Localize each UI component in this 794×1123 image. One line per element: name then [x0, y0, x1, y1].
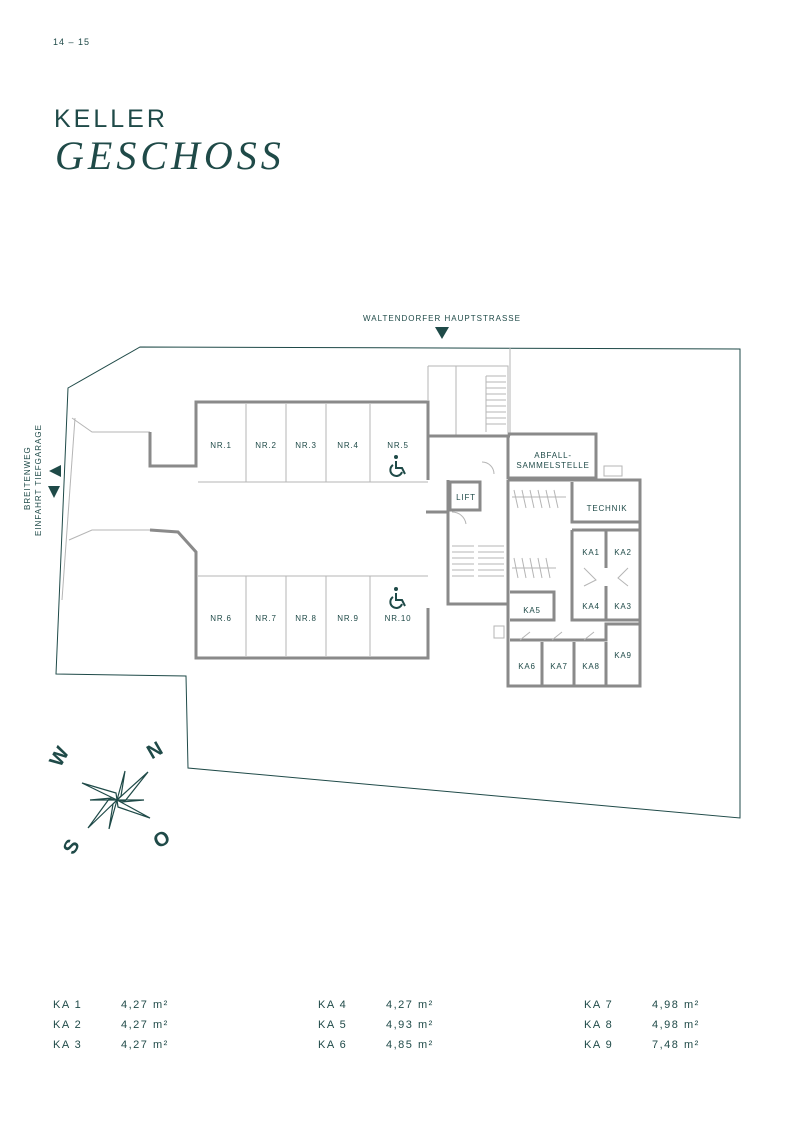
parking-nr6: NR.6 — [210, 614, 231, 623]
room-abfall-2: SAMMELSTELLE — [516, 461, 589, 470]
room-ka3: KA3 — [614, 602, 632, 611]
garage-ramp — [61, 417, 150, 601]
room-technik: TECHNIK — [587, 504, 628, 513]
parking-nr10: NR.10 — [385, 614, 412, 623]
compass-n: N — [143, 738, 167, 764]
parking-nr5: NR.5 — [387, 441, 408, 450]
parking-nr4: NR.4 — [337, 441, 358, 450]
core-walls — [426, 402, 642, 688]
parking-nr3: NR.3 — [295, 441, 316, 450]
wheelchair-icon — [389, 455, 406, 477]
room-ka7: KA7 — [550, 662, 568, 671]
room-lift: LIFT — [456, 493, 476, 502]
parking-nr1: NR.1 — [210, 441, 231, 450]
floor-plan: WALTENDORFER HAUPTSTRASSE BREITENWEG EIN… — [23, 314, 741, 859]
arrow-down-icon — [48, 486, 60, 498]
parking-nr9: NR.9 — [337, 614, 358, 623]
compass-rose-icon — [81, 770, 151, 830]
plot-outline — [55, 346, 741, 819]
room-ka6: KA6 — [518, 662, 536, 671]
side-label-breitenweg: BREITENWEG — [23, 446, 32, 510]
wheelchair-icon — [389, 587, 406, 609]
compass-s: S — [59, 836, 85, 859]
storage-walls — [510, 482, 642, 686]
room-ka2: KA2 — [614, 548, 632, 557]
bicycle-icon — [512, 489, 566, 579]
compass-w: W — [46, 743, 75, 770]
parking-nr8: NR.8 — [295, 614, 316, 623]
stairs-icon — [485, 375, 506, 432]
room-ka9: KA9 — [614, 651, 632, 660]
room-ka8: KA8 — [582, 662, 600, 671]
room-ka4: KA4 — [582, 602, 600, 611]
title-keller: KELLER — [54, 105, 168, 133]
room-abfall-1: ABFALL- — [534, 451, 572, 460]
side-label-einfahrt: EINFAHRT TIEFGARAGE — [34, 424, 43, 536]
compass-o: O — [150, 826, 174, 853]
door-swings — [451, 461, 629, 641]
title-geschoss: GESCHOSS — [55, 133, 285, 178]
parking-nr7: NR.7 — [255, 614, 276, 623]
arrow-left-icon — [49, 465, 61, 477]
stairs-icon — [452, 545, 504, 577]
core-area — [427, 348, 511, 436]
room-ka1: KA1 — [582, 548, 600, 557]
parking-dividers — [198, 404, 428, 656]
page-number: 14 – 15 — [53, 37, 91, 47]
arrow-down-icon — [435, 327, 449, 339]
parking-nr2: NR.2 — [255, 441, 276, 450]
street-label: WALTENDORFER HAUPTSTRASSE — [363, 314, 521, 323]
room-ka5: KA5 — [523, 606, 541, 615]
